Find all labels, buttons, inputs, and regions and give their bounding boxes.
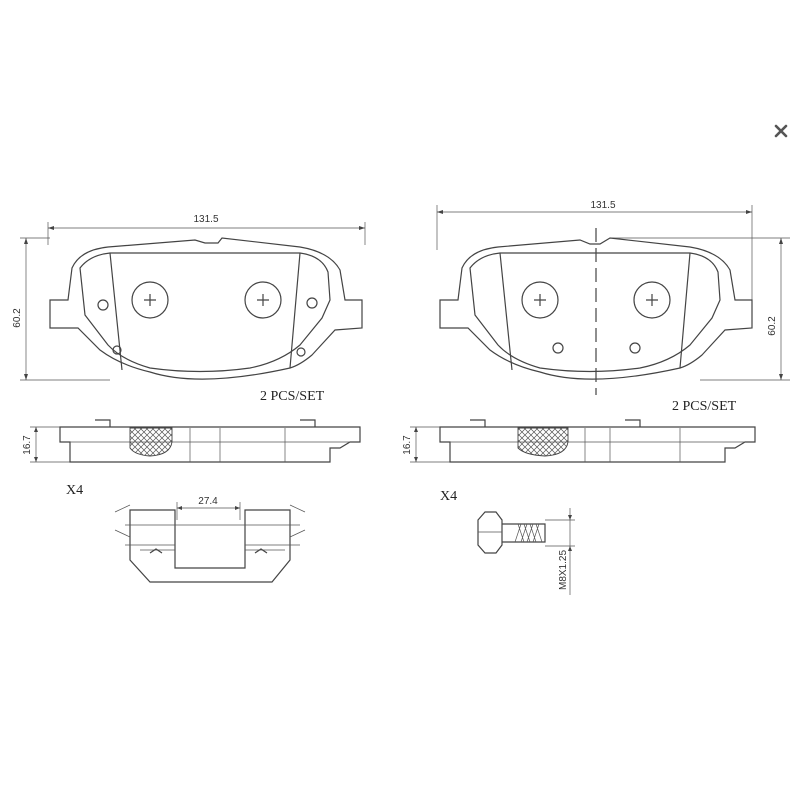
right-height-dimension: 60.2 (610, 237, 790, 381)
right-pin-hole (629, 342, 641, 354)
left-thickness-value: 16.7 (22, 435, 33, 455)
left-pin-hole (97, 299, 109, 311)
bolt-thread-value: M8X1.25 (558, 550, 569, 590)
bolt-shank (502, 523, 546, 543)
left-pad-chamfer (109, 252, 123, 371)
left-pin-hole (112, 345, 122, 355)
left-backing-plate (49, 237, 363, 380)
right-height-value: 60.2 (767, 316, 778, 336)
left-pad-chamfer-right (289, 252, 301, 369)
right-piston-circle (633, 281, 671, 319)
right-pin-hole (552, 342, 564, 354)
right-backing-plate (439, 237, 753, 380)
left-pin-hole (306, 297, 318, 309)
bolt-drawing: M8X1.25 (477, 508, 575, 595)
left-width-dimension: 131.5 (47, 214, 366, 245)
left-piston-circle (131, 281, 169, 319)
left-clip-qty: X4 (66, 483, 83, 498)
right-side-profile (439, 426, 756, 463)
left-pad-side-view: 16.7 X4 (22, 419, 361, 498)
right-shim-hatch (517, 427, 569, 457)
right-set-label: 2 PCS/SET (672, 399, 737, 414)
left-width-value: 131.5 (193, 214, 218, 225)
left-pin-hole (296, 347, 306, 357)
right-friction-pad (469, 252, 721, 373)
clip-width-value: 27.4 (198, 496, 218, 507)
left-pad-front-view: 131.5 60.2 2 PCS/SET (12, 214, 366, 404)
clip-drawing: 27.4 (114, 496, 306, 583)
right-pad-front-view: 131.5 60.2 2 PCS/SET (436, 200, 790, 414)
left-piston-circle (244, 281, 282, 319)
left-set-label: 2 PCS/SET (260, 389, 325, 404)
right-thickness-value: 16.7 (402, 435, 413, 455)
right-width-dimension: 131.5 (436, 200, 753, 300)
right-bolt-qty: X4 (440, 489, 457, 504)
left-height-value: 60.2 (12, 308, 23, 328)
clip-body (129, 509, 291, 583)
left-height-dimension: 60.2 (12, 237, 110, 381)
left-friction-pad (79, 252, 331, 373)
bolt-head (477, 511, 503, 554)
left-shim-hatch (129, 427, 173, 457)
right-piston-circle (521, 281, 559, 319)
right-pad-side-view: 16.7 X4 (402, 419, 756, 504)
close-icon[interactable] (772, 122, 790, 140)
right-width-value: 131.5 (590, 200, 615, 211)
left-side-profile (59, 426, 361, 463)
